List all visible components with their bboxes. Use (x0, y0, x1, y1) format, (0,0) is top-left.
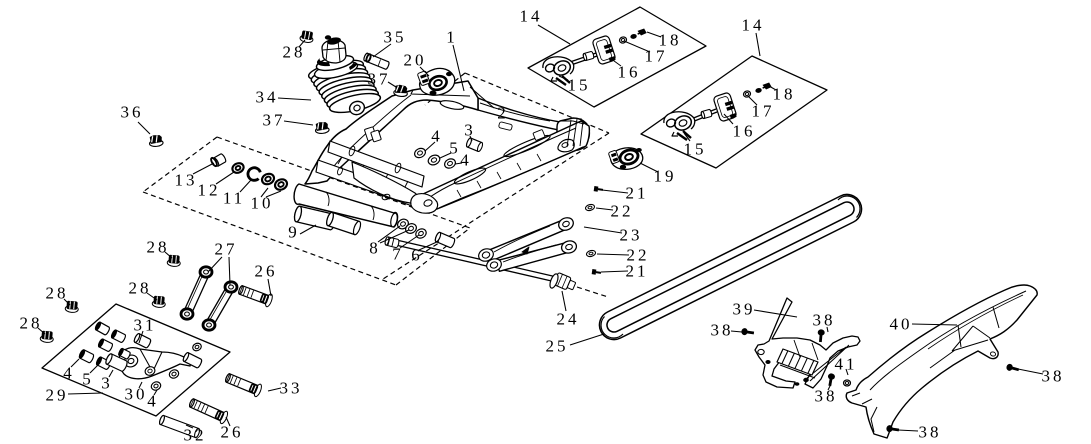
svg-text:22: 22 (611, 202, 634, 221)
svg-text:4: 4 (460, 151, 472, 170)
svg-text:16: 16 (618, 63, 641, 82)
svg-text:4: 4 (63, 364, 75, 383)
svg-text:35: 35 (384, 28, 407, 47)
svg-text:25: 25 (546, 337, 569, 356)
svg-text:9: 9 (288, 223, 300, 242)
svg-text:30: 30 (125, 385, 148, 404)
svg-text:28: 28 (46, 284, 69, 303)
svg-text:41: 41 (835, 355, 858, 374)
svg-text:4: 4 (147, 392, 159, 411)
svg-text:2: 2 (497, 104, 509, 123)
svg-text:12: 12 (198, 181, 221, 200)
svg-text:21: 21 (626, 184, 649, 203)
svg-text:26: 26 (221, 423, 244, 442)
svg-text:18: 18 (773, 85, 796, 104)
svg-text:7: 7 (392, 245, 404, 264)
svg-text:5: 5 (449, 139, 461, 158)
svg-text:6: 6 (411, 246, 423, 265)
svg-text:13: 13 (175, 171, 198, 190)
svg-text:32: 32 (184, 426, 207, 444)
svg-text:38: 38 (813, 311, 836, 330)
svg-text:37: 37 (263, 111, 286, 130)
svg-text:15: 15 (684, 140, 707, 159)
svg-text:28: 28 (147, 238, 170, 257)
svg-text:39: 39 (733, 300, 756, 319)
svg-text:4: 4 (431, 127, 443, 146)
svg-text:36: 36 (121, 103, 144, 122)
svg-text:38: 38 (815, 387, 838, 406)
svg-text:23: 23 (620, 226, 643, 245)
svg-text:5: 5 (82, 370, 94, 389)
svg-text:20: 20 (404, 51, 427, 70)
svg-text:21: 21 (626, 262, 649, 281)
svg-text:22: 22 (627, 246, 650, 265)
svg-text:34: 34 (256, 88, 279, 107)
svg-text:37: 37 (368, 70, 391, 89)
svg-text:3: 3 (101, 374, 113, 393)
svg-text:15: 15 (568, 76, 591, 95)
svg-text:38: 38 (1042, 367, 1065, 386)
svg-text:18: 18 (659, 31, 682, 50)
svg-text:38: 38 (711, 321, 734, 340)
svg-text:16: 16 (733, 122, 756, 141)
svg-text:11: 11 (223, 189, 245, 208)
svg-text:19: 19 (654, 167, 677, 186)
svg-text:8: 8 (369, 239, 381, 258)
svg-text:28: 28 (283, 43, 306, 62)
svg-text:33: 33 (280, 379, 303, 398)
svg-text:14: 14 (742, 16, 765, 35)
svg-text:26: 26 (255, 262, 278, 281)
svg-text:40: 40 (890, 315, 913, 334)
svg-text:28: 28 (129, 279, 152, 298)
svg-text:3: 3 (464, 121, 476, 140)
svg-text:27: 27 (215, 240, 238, 259)
svg-text:29: 29 (46, 386, 69, 405)
svg-text:31: 31 (134, 316, 157, 335)
svg-text:10: 10 (251, 194, 274, 213)
svg-text:38: 38 (919, 423, 942, 442)
svg-text:1: 1 (446, 28, 458, 47)
svg-text:24: 24 (557, 310, 580, 329)
svg-text:17: 17 (752, 102, 775, 121)
svg-text:14: 14 (520, 7, 543, 26)
svg-text:28: 28 (20, 314, 43, 333)
